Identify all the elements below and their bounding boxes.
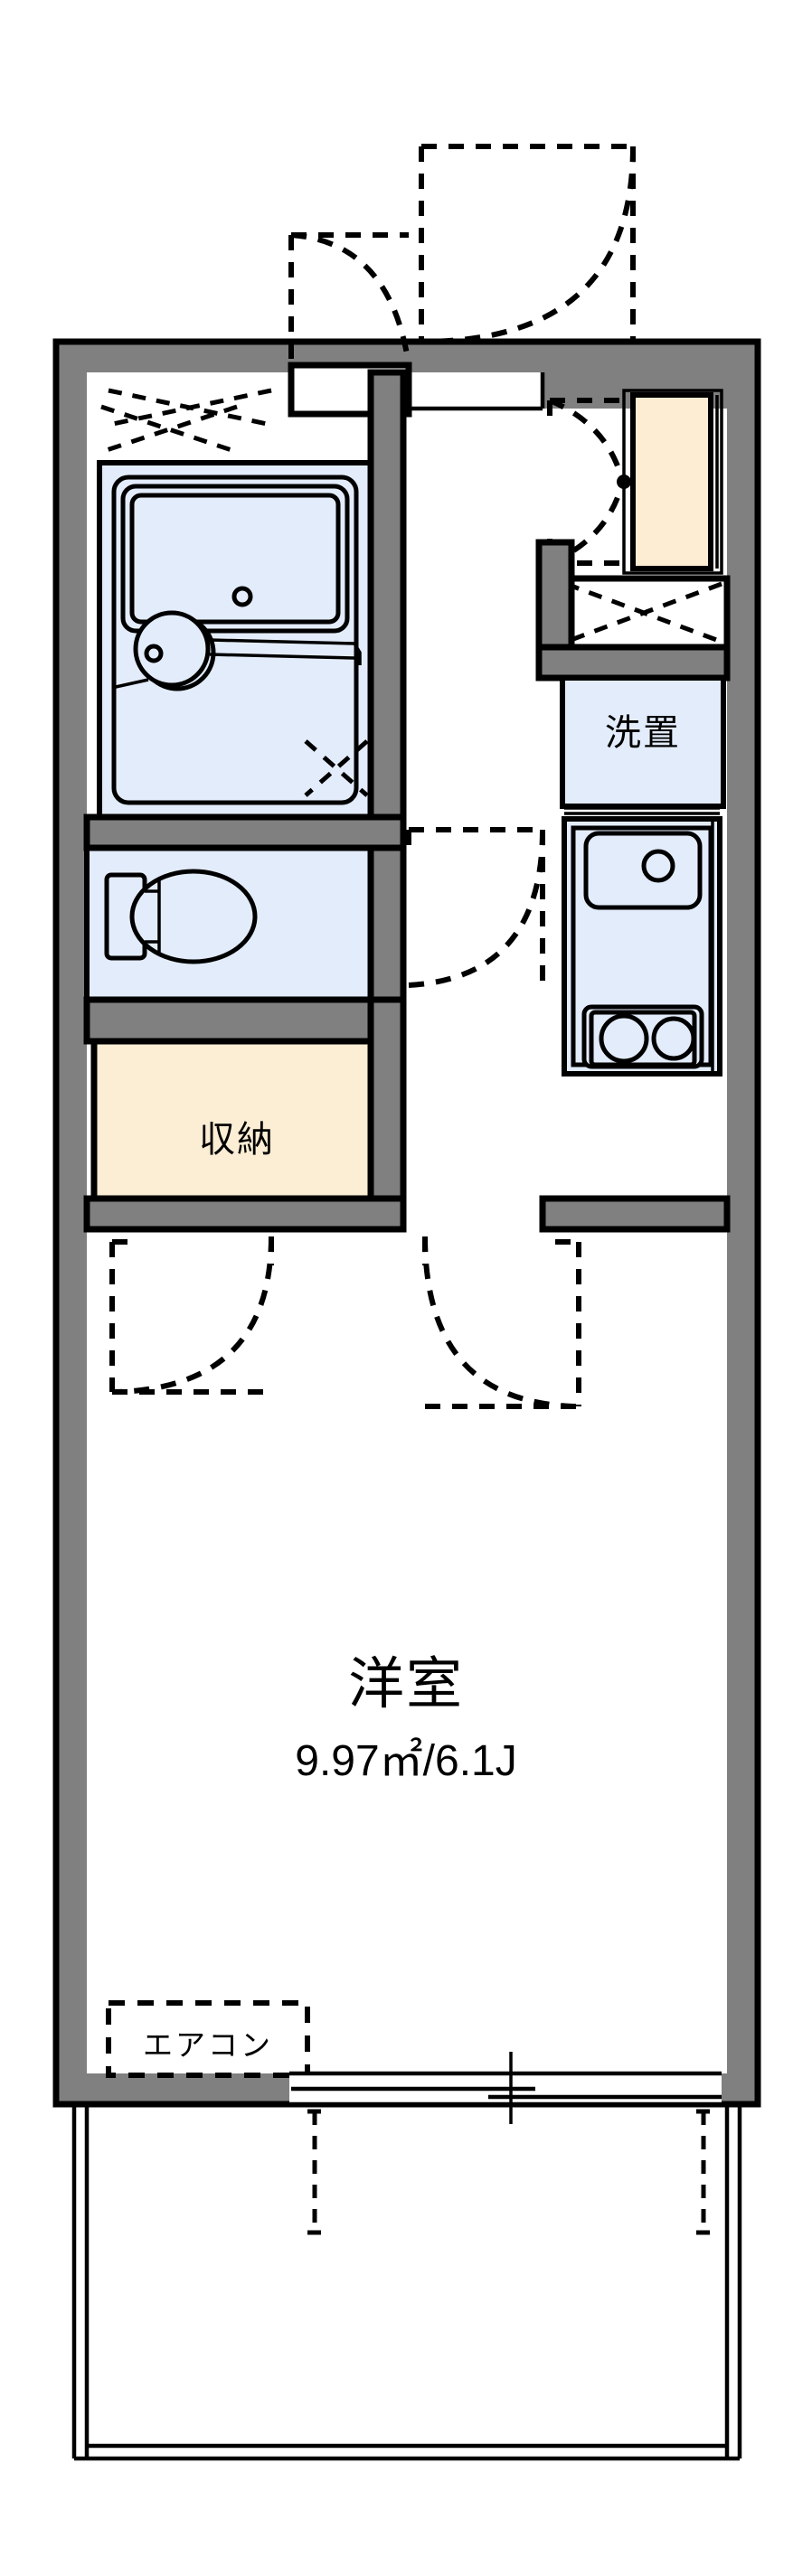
hallway-door-to-bath — [406, 827, 545, 988]
laundry-area — [560, 675, 726, 809]
room-label-main-room: 洋室 — [347, 1653, 464, 1716]
interior-walls — [83, 369, 731, 1233]
entrance-area — [380, 372, 727, 575]
toilet-room — [84, 836, 373, 1002]
main-room-door-left — [109, 1236, 274, 1395]
balcony — [71, 2104, 742, 2461]
balcony-sliding-door — [289, 2052, 722, 2124]
aircon-marker — [106, 2000, 310, 2078]
main-room-door-right — [422, 1236, 581, 1409]
unit-bath — [97, 388, 373, 838]
shoe-cupboard — [557, 575, 731, 651]
room-label-closet: 収納 — [199, 1120, 275, 1160]
annotation-aircon: エアコン — [143, 2028, 273, 2062]
room-area-main-room: 9.97㎡/6.1J — [295, 1737, 517, 1785]
kitchen-unit — [562, 806, 722, 1076]
room-label-laundry: 洗置 — [605, 713, 681, 753]
